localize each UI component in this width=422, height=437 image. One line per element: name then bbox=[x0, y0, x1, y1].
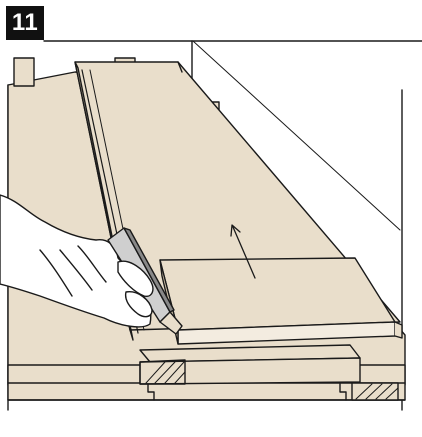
step-number-badge: 11 bbox=[6, 6, 44, 40]
hatch-right bbox=[355, 383, 399, 400]
board-stack bbox=[139, 344, 399, 401]
hatch-left bbox=[145, 361, 186, 384]
short-floor-board bbox=[159, 257, 403, 345]
gloved-hand-with-tool bbox=[0, 194, 183, 335]
arrow-up-icon bbox=[230, 224, 256, 279]
